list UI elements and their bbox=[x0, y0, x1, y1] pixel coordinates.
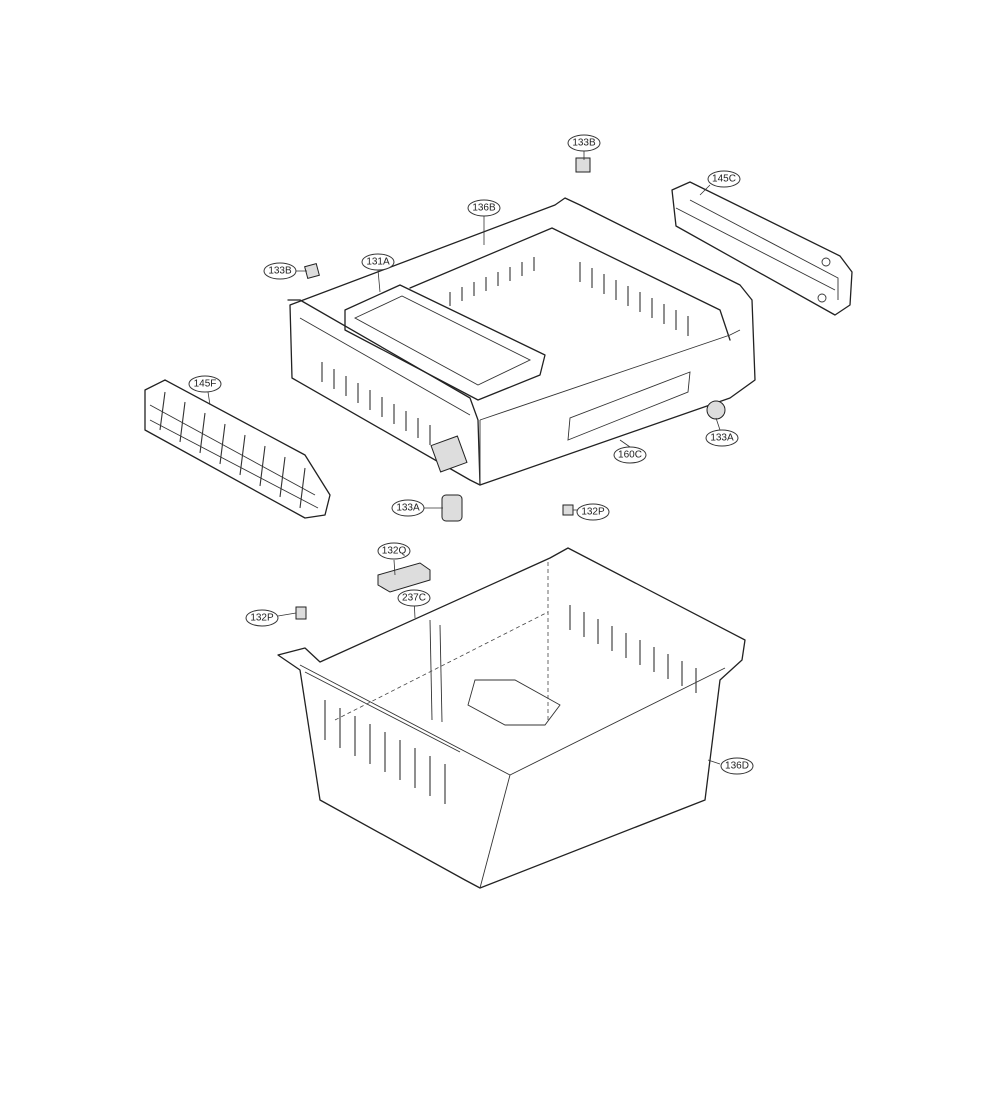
callout-132P-left: 132P bbox=[245, 609, 279, 627]
lower-drawer-slots-side bbox=[569, 605, 697, 693]
callout-132P-left-label: 132P bbox=[250, 613, 274, 624]
callout-237C-label: 237C bbox=[402, 593, 426, 604]
callout-136B-label: 136B bbox=[472, 203, 496, 214]
tray-131A bbox=[344, 284, 546, 401]
callout-131A: 131A bbox=[361, 253, 395, 271]
callout-136D: 136D bbox=[720, 757, 754, 775]
callout-133A-mid-label: 133A bbox=[396, 503, 420, 514]
callout-132P-right: 132P bbox=[576, 503, 610, 521]
callout-133B-top-label: 133B bbox=[572, 138, 596, 149]
callout-145F-label: 145F bbox=[194, 379, 217, 390]
callout-133A-right-label: 133A bbox=[710, 433, 734, 444]
callout-132P-right-label: 132P bbox=[581, 507, 605, 518]
upper-drawer-slots-back bbox=[449, 257, 535, 306]
callout-133A-mid: 133A bbox=[391, 499, 425, 517]
upper-drawer-slots-side bbox=[579, 262, 689, 336]
lower-drawer-slots-front bbox=[324, 700, 446, 804]
callout-132Q: 132Q bbox=[377, 542, 411, 560]
pad-132P-left bbox=[295, 606, 307, 620]
callout-133B-top: 133B bbox=[567, 134, 601, 152]
clip-133B-left bbox=[304, 263, 320, 279]
callout-136D-label: 136D bbox=[725, 761, 749, 772]
callout-132Q-label: 132Q bbox=[382, 546, 407, 557]
callout-160C-label: 160C bbox=[618, 450, 642, 461]
callout-136B: 136B bbox=[467, 199, 501, 217]
upper-drawer-slots-front bbox=[321, 362, 431, 445]
callout-133B-left-label: 133B bbox=[268, 266, 292, 277]
pad-132P-right bbox=[562, 504, 574, 516]
callout-145C: 145C bbox=[707, 170, 741, 188]
callout-133A-right: 133A bbox=[705, 429, 739, 447]
clip-133B-top bbox=[575, 157, 591, 173]
callout-133B-left: 133B bbox=[263, 262, 297, 280]
callout-131A-label: 131A bbox=[366, 257, 390, 268]
lower-drawer-136D bbox=[277, 547, 746, 889]
upper-drawer-136B bbox=[287, 197, 756, 486]
grill-145F-bars bbox=[159, 391, 306, 509]
cover-132Q bbox=[377, 562, 431, 593]
roller-133A-right bbox=[706, 400, 726, 420]
rail-145C bbox=[671, 181, 853, 316]
callout-145C-label: 145C bbox=[712, 174, 736, 185]
roller-133A-mid bbox=[441, 494, 463, 522]
callout-160C: 160C bbox=[613, 446, 647, 464]
callout-145F: 145F bbox=[188, 375, 222, 393]
callout-237C: 237C bbox=[397, 589, 431, 607]
grill-145F bbox=[144, 379, 331, 519]
